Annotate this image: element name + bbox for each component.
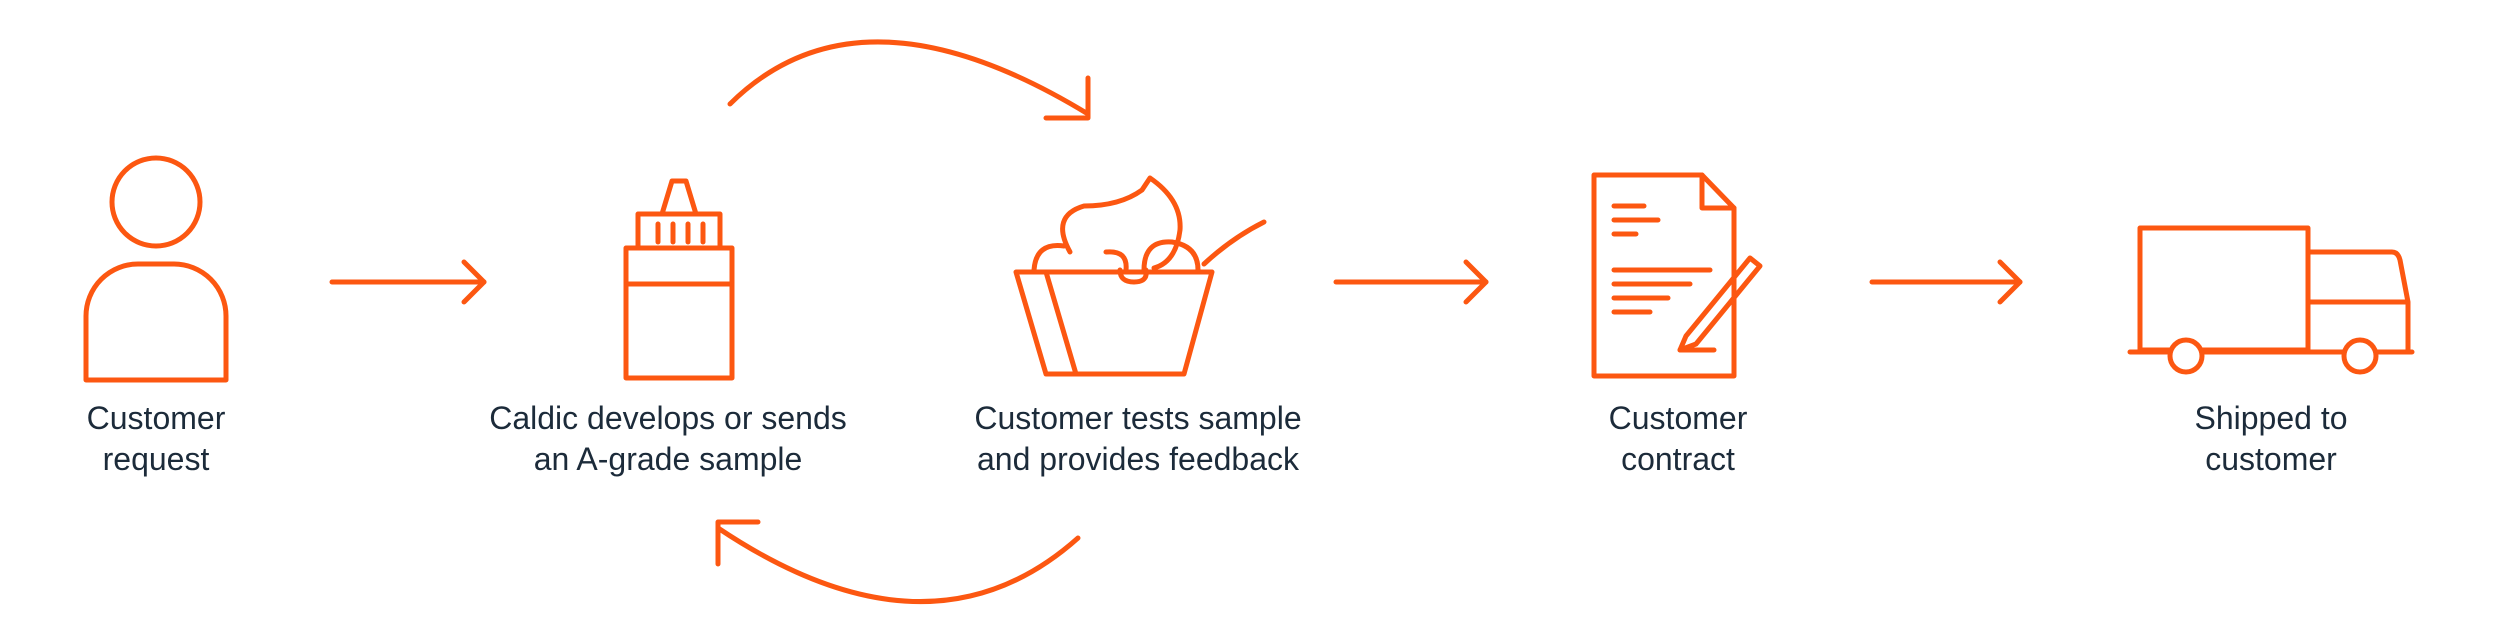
step-label-caldic-sample: Caldic develops or sends an A-grade samp… — [438, 398, 898, 480]
arrow-right-icon — [1869, 259, 2023, 305]
sample-bottle-icon — [623, 178, 735, 381]
step-label-line: Customer — [1608, 400, 1748, 436]
step-label-line: Caldic develops or sends — [489, 400, 847, 436]
arrow-right-icon — [329, 259, 487, 305]
step-label-line: and provides feedback — [977, 441, 1299, 477]
step-label-shipped: Shipped to customer — [2041, 398, 2500, 480]
arrow-right-icon — [1333, 259, 1489, 305]
step-label-line: customer — [2205, 441, 2337, 477]
step-label-customer-request: Customer request — [0, 398, 386, 480]
step-label-line: Shipped to — [2194, 400, 2348, 436]
step-label-customer-tests: Customer tests sample and provides feedb… — [908, 398, 1368, 480]
delivery-truck-icon — [2127, 225, 2415, 375]
dessert-bowl-icon — [1013, 175, 1267, 377]
step-label-line: an A-grade sample — [533, 441, 803, 477]
step-label-customer-contract: Customer contract — [1448, 398, 1908, 480]
step-label-line: contract — [1621, 441, 1735, 477]
step-label-line: request — [102, 441, 210, 477]
step-label-line: Customer — [86, 400, 226, 436]
step-label-line: Customer tests sample — [974, 400, 1302, 436]
curved-arrow-icon — [727, 39, 1091, 121]
curved-arrow-icon — [715, 519, 1081, 605]
contract-document-icon — [1591, 172, 1763, 379]
person-icon — [83, 155, 229, 383]
